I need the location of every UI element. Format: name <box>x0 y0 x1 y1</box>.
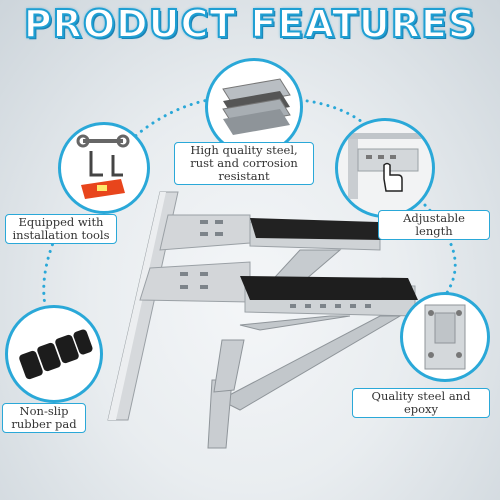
feature-label-steel: High quality steel, rust and corrosion r… <box>174 142 314 185</box>
feature-label-tools: Equipped with installation tools <box>5 214 117 244</box>
mounting-plate-circle <box>400 292 490 382</box>
hex-key-icon <box>89 151 123 177</box>
steel-plates-icon <box>222 78 291 135</box>
feature-label-length: Adjustable length <box>378 210 490 240</box>
adjustable-length-circle <box>335 118 435 218</box>
mounting-plate-icon <box>424 304 466 370</box>
feature-label-epoxy: Quality steel and epoxy <box>352 388 490 418</box>
feature-label-pad: Non-slip rubber pad <box>2 403 86 433</box>
page-title: PRODUCT FEATURES <box>23 1 477 47</box>
rubber-pad-circle <box>5 305 103 403</box>
steel-layers-circle <box>205 58 303 156</box>
wrench-icon <box>76 134 130 148</box>
tools-circle <box>58 122 150 214</box>
spirit-level-icon <box>81 179 125 199</box>
hand-pointer-icon <box>383 162 403 192</box>
rubber-pad-icon <box>19 329 93 380</box>
